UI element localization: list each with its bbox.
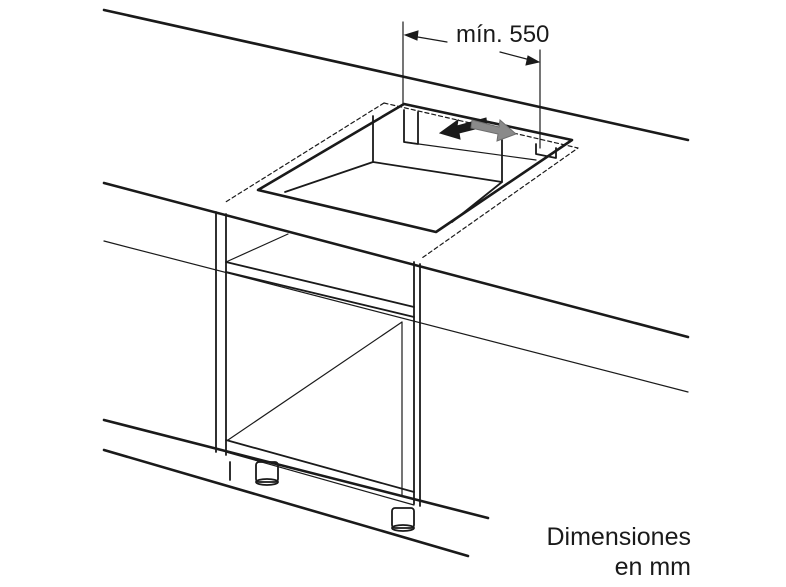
- cabinet-inner-diagonal: [227, 321, 403, 441]
- cabinet-bottom-lower: [225, 451, 415, 506]
- cutout-inner-front: [451, 181, 503, 223]
- hob-outline-dashed: [383, 102, 579, 259]
- cabinet-shelf-bottom: [225, 271, 415, 318]
- countertop-back-edge: [102, 8, 690, 142]
- cabinet-leg-left-base: [255, 478, 279, 486]
- rear-bracket-right: [535, 143, 557, 159]
- cabinet-leg-left: [255, 461, 279, 483]
- cutout-inner-side: [284, 161, 374, 193]
- countertop-cutout: [256, 102, 574, 234]
- plinth-top-edge: [102, 418, 490, 520]
- airflow-arrow-inward: [470, 119, 517, 142]
- dimensions-caption: Dimensiones en mm: [505, 522, 691, 582]
- cabinet-shelf-top: [225, 261, 415, 308]
- dimension-label: mín. 550: [456, 21, 549, 48]
- dimension-arrowhead-left: [403, 30, 419, 41]
- cabinet-leg-right-base: [391, 524, 415, 532]
- cabinet-leg-right: [391, 507, 415, 529]
- rear-bracket-left: [403, 109, 419, 145]
- countertop-underside-edge: [103, 240, 689, 393]
- caption-line-2: en mm: [614, 553, 691, 581]
- cutout-inner-back-line: [403, 141, 537, 161]
- countertop-front-edge: [102, 181, 690, 339]
- cutout-inner-back: [372, 115, 503, 183]
- caption-line-1: Dimensiones: [546, 523, 691, 551]
- dimension-arrowhead-right: [525, 55, 541, 66]
- floor-line: [102, 448, 470, 558]
- cabinet-shelf-back: [225, 233, 289, 263]
- hob-outline-dashed-left: [223, 102, 385, 204]
- cabinet-bottom-front: [225, 439, 415, 493]
